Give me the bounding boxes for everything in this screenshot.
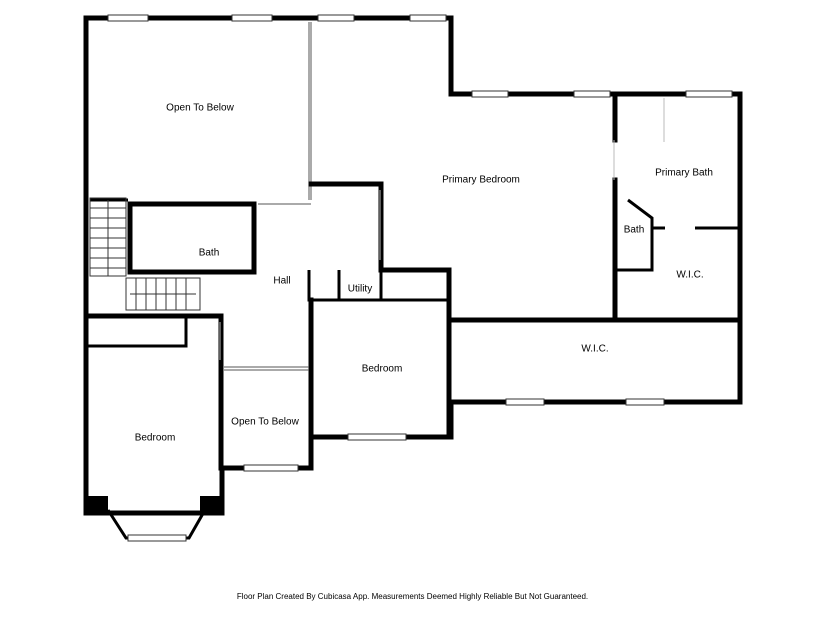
room-wic-long: W.I.C. (581, 344, 608, 355)
room-open-to-below-top: Open To Below (166, 103, 234, 114)
room-open-to-below-bottom: Open To Below (231, 417, 299, 428)
room-primary-bath: Primary Bath (655, 168, 713, 179)
room-bedroom-center: Bedroom (362, 364, 403, 375)
door-openings (219, 98, 665, 360)
stairs (89, 197, 201, 311)
windows (107, 14, 733, 542)
room-hall: Hall (273, 276, 290, 287)
room-bedroom-left: Bedroom (135, 433, 176, 444)
interior-walls (83, 22, 743, 471)
room-bath-hall: Bath (199, 248, 220, 259)
footer-disclaimer: Floor Plan Created By Cubicasa App. Meas… (236, 592, 589, 601)
room-primary-bedroom: Primary Bedroom (442, 175, 520, 186)
room-wic-right: W.I.C. (676, 270, 703, 281)
room-utility: Utility (348, 284, 372, 295)
room-labels: Open To Below Primary Bedroom Primary Ba… (135, 103, 713, 444)
room-bath-small: Bath (624, 225, 645, 236)
